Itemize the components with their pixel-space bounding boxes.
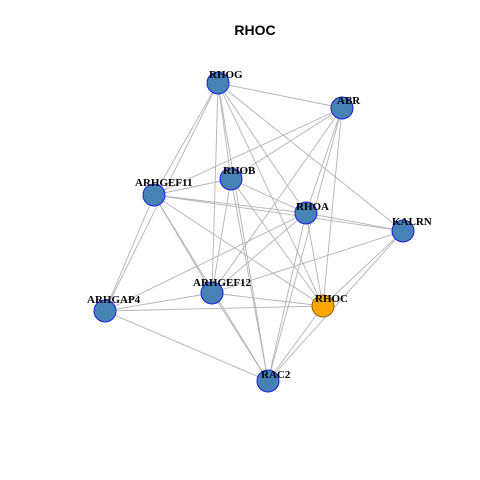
node-rhoc: RHOC: [311, 293, 348, 318]
node-circle: [206, 71, 230, 95]
chart-title: RHOC: [234, 22, 275, 38]
edge-kalrn-rac2: [267, 230, 404, 382]
node-label: RHOG: [209, 69, 243, 81]
node-kalrn: KALRN: [391, 216, 432, 243]
edge-rhoa-arhgap4: [104, 212, 307, 312]
edge-rhoa-rac2: [267, 212, 307, 382]
edge-rhob-rhoa: [230, 178, 307, 214]
node-circle: [219, 167, 243, 191]
edge-kalrn-rhoc: [322, 230, 404, 307]
edge-arhgef11-rhoc: [153, 194, 324, 307]
edge-layer: [104, 82, 404, 382]
edge-arhgef11-arhgap4: [104, 194, 155, 312]
node-circle: [256, 369, 280, 393]
node-arhgef12: ARHGEF12: [193, 277, 252, 305]
edge-arhgef12-rac2: [211, 292, 269, 382]
edge-rhoc-arhgap4: [104, 305, 324, 312]
edge-abr-rhoa: [305, 107, 343, 214]
edge-abr-arhgef11: [153, 107, 343, 196]
edge-abr-rhob: [230, 107, 343, 180]
node-label: RHOA: [296, 201, 329, 213]
edge-rhog-kalrn: [217, 82, 404, 232]
edge-rhog-rhoc: [217, 82, 324, 307]
node-rhob: RHOB: [219, 165, 256, 191]
edge-rhog-arhgef11: [153, 82, 219, 196]
edge-abr-rac2: [267, 107, 343, 382]
node-label: ABR: [337, 95, 361, 107]
edge-arhgef11-rhoa: [153, 194, 307, 214]
edge-arhgef12-arhgap4: [104, 292, 213, 312]
node-circle: [294, 201, 318, 225]
node-label: ARHGEF11: [135, 177, 192, 189]
edge-arhgap4-rac2: [104, 310, 269, 382]
node-abr: ABR: [330, 95, 361, 120]
edge-rhog-abr: [217, 82, 343, 109]
node-circle: [200, 281, 224, 305]
edge-rhog-rhob: [217, 82, 232, 180]
node-rhog: RHOG: [206, 69, 243, 95]
edge-rhog-rhoa: [217, 82, 307, 214]
edge-rhob-arhgef12: [211, 178, 232, 294]
node-circle: [311, 294, 335, 318]
node-label: ARHGAP4: [87, 294, 141, 306]
edge-arhgef11-kalrn: [153, 194, 404, 232]
node-arhgef11: ARHGEF11: [135, 177, 192, 207]
node-label: RHOC: [315, 293, 348, 305]
node-arhgap4: ARHGAP4: [87, 294, 141, 323]
edge-rhoa-arhgef12: [211, 212, 307, 294]
node-circle: [330, 96, 354, 120]
node-circle: [142, 183, 166, 207]
node-rac2: RAC2: [256, 369, 291, 393]
edge-abr-arhgef12: [211, 107, 343, 294]
node-label: RAC2: [261, 369, 291, 381]
edge-kalrn-arhgef12: [211, 230, 404, 294]
edge-abr-rhoc: [322, 107, 343, 307]
edge-rhob-rac2: [230, 178, 269, 382]
node-rhoa: RHOA: [294, 201, 329, 225]
edge-arhgef12-rhoc: [211, 292, 324, 307]
edge-rhob-rhoc: [230, 178, 324, 307]
edge-rhog-rac2: [217, 82, 269, 382]
node-label: RHOB: [223, 165, 256, 177]
node-circle: [391, 219, 415, 243]
node-label: ARHGEF12: [193, 277, 252, 289]
edge-rhoa-kalrn: [305, 212, 404, 232]
node-circle: [93, 299, 117, 323]
edge-rhob-arhgef11: [153, 178, 232, 196]
node-label: KALRN: [392, 216, 432, 228]
edge-rhoc-rac2: [267, 305, 324, 382]
